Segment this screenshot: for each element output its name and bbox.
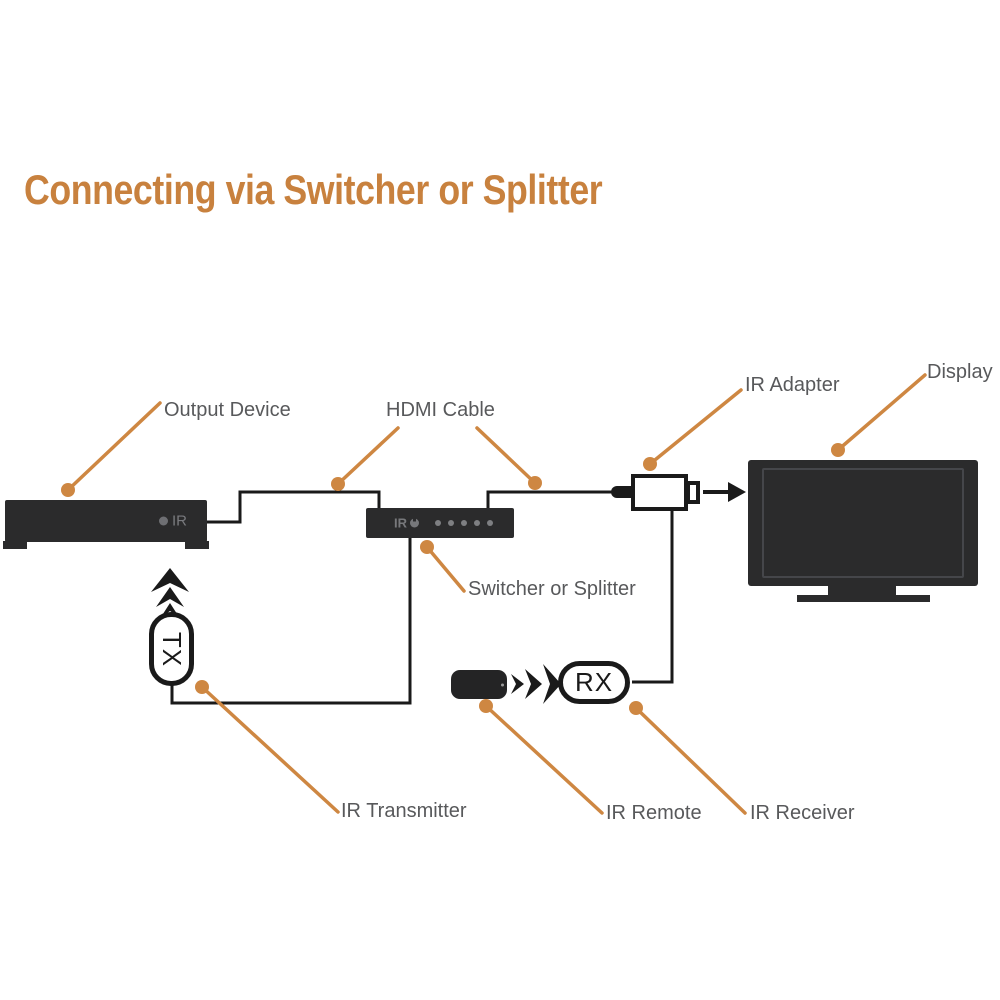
output-device-foot-left bbox=[3, 541, 27, 549]
display-stand-base bbox=[797, 595, 930, 602]
led-indicator-icon bbox=[435, 520, 441, 526]
led-indicator-icon bbox=[474, 520, 480, 526]
callout-hdmi-cable-left bbox=[331, 426, 400, 491]
display-tv bbox=[748, 460, 978, 586]
ir-remote-body bbox=[451, 670, 507, 699]
signal-arrow-icon bbox=[728, 482, 746, 502]
ir-adapter-body bbox=[631, 474, 688, 511]
led-indicator-icon bbox=[487, 520, 493, 526]
callout-output-device bbox=[61, 401, 162, 497]
label-switcher: Switcher or Splitter bbox=[468, 578, 636, 600]
callout-display bbox=[831, 373, 927, 457]
tx-label: TX bbox=[157, 631, 188, 667]
switcher-led-row bbox=[435, 520, 493, 526]
wire-rx-to-adapter bbox=[632, 510, 674, 684]
rx-receiver-capsule: RX bbox=[558, 661, 630, 704]
callout-ir-remote bbox=[479, 699, 604, 815]
callout-ir-receiver bbox=[629, 701, 747, 815]
switcher-box: IR bbox=[366, 508, 514, 538]
ir-adapter-plug bbox=[686, 481, 700, 504]
rx-label: RX bbox=[574, 667, 614, 697]
ir-adapter-cable-stub bbox=[611, 486, 637, 498]
callout-switcher bbox=[420, 540, 466, 593]
wire-tx-to-switcher bbox=[170, 538, 412, 705]
label-ir-receiver: IR Receiver bbox=[750, 802, 855, 824]
tx-transmitter-capsule: TX bbox=[149, 612, 194, 686]
output-device-ir-label: IR bbox=[172, 512, 187, 530]
display-screen bbox=[762, 468, 964, 578]
label-ir-adapter: IR Adapter bbox=[745, 374, 840, 396]
ir-signal-right-icon bbox=[511, 664, 561, 704]
callout-ir-adapter bbox=[643, 388, 743, 471]
display-stand-neck bbox=[828, 585, 896, 596]
led-indicator-icon bbox=[448, 520, 454, 526]
label-display: Display bbox=[927, 361, 993, 383]
switcher-ir-label: IR bbox=[394, 515, 407, 531]
switcher-ir-window: IR bbox=[394, 516, 419, 531]
led-indicator-icon bbox=[461, 520, 467, 526]
ir-eye-icon bbox=[410, 518, 419, 528]
output-device-box: IR bbox=[3, 500, 209, 549]
remote-emitter-icon bbox=[501, 683, 504, 686]
ir-signal-up-icon bbox=[151, 568, 189, 617]
ir-sensor-icon bbox=[159, 516, 168, 526]
wire-switcher-to-adapter bbox=[486, 490, 616, 508]
callout-hdmi-cable-right bbox=[475, 426, 542, 490]
wire-output-to-switcher bbox=[207, 490, 381, 524]
output-device-ir-window: IR bbox=[159, 513, 187, 530]
page-title: Connecting via Switcher or Splitter bbox=[24, 166, 603, 213]
label-ir-transmitter: IR Transmitter bbox=[341, 800, 467, 822]
output-device-foot-right bbox=[185, 541, 209, 549]
callout-ir-transmitter bbox=[195, 680, 340, 814]
label-ir-remote: IR Remote bbox=[606, 802, 702, 824]
label-output-device: Output Device bbox=[164, 399, 291, 421]
label-hdmi-cable: HDMI Cable bbox=[386, 399, 495, 421]
